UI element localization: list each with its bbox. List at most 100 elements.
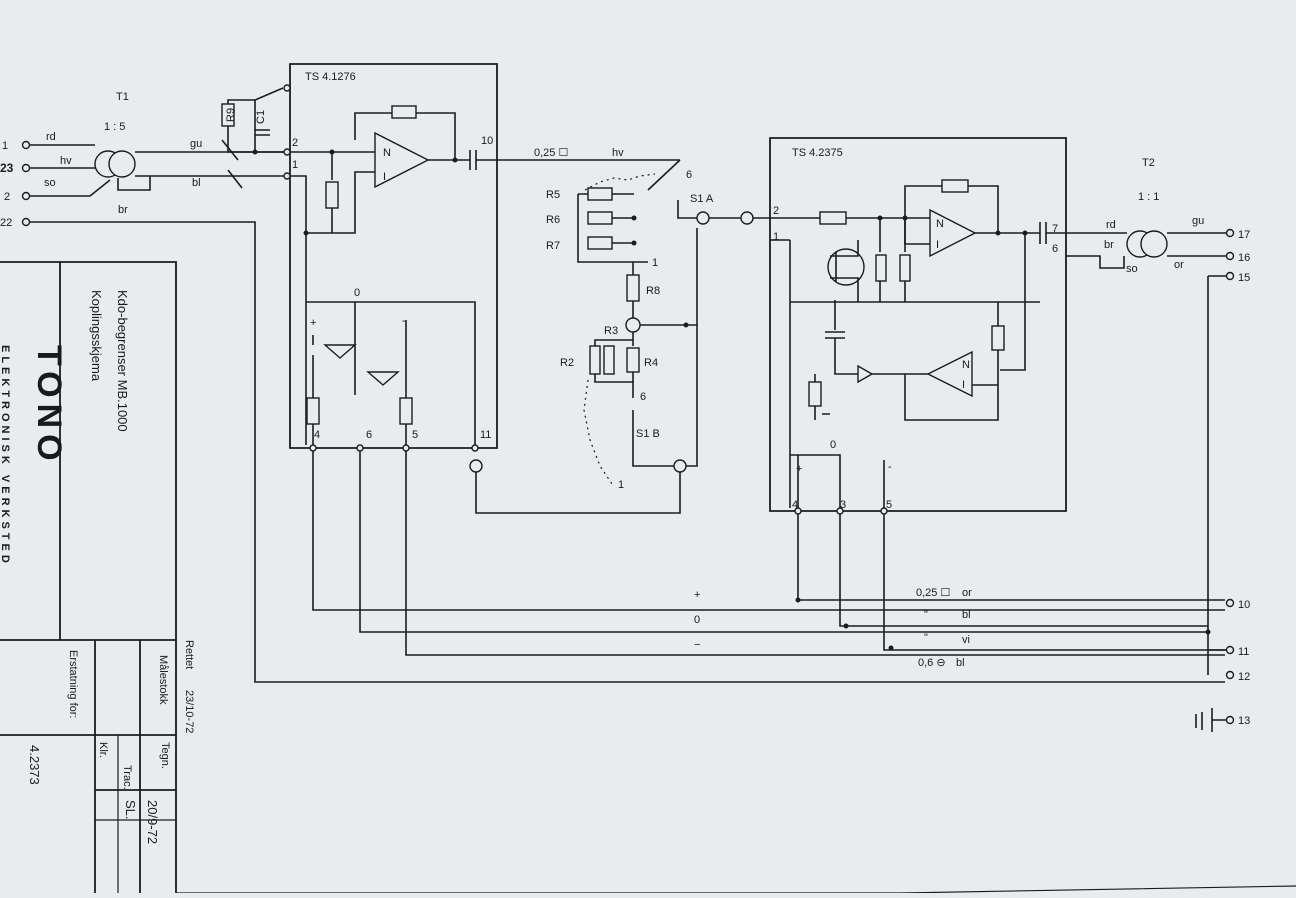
opamp-3 bbox=[926, 350, 973, 398]
resistor-supply-2 bbox=[399, 397, 413, 425]
terminal-label-12: 12 bbox=[1238, 671, 1250, 683]
transformer-t1: T1 1 : 5 rd hv so br gu bl bbox=[30, 91, 1225, 683]
module1-pin-5: 5 bbox=[412, 429, 418, 441]
fet-transistor bbox=[827, 248, 865, 286]
drawn-label: Tegn. bbox=[159, 742, 171, 769]
resistor-r2b bbox=[603, 345, 615, 375]
ditto-2: " bbox=[924, 632, 928, 644]
bus-zero: 0 bbox=[694, 614, 700, 626]
left-terminal-group: 1 23 2 22 bbox=[0, 140, 31, 229]
drawing-number: 4.2373 bbox=[27, 745, 42, 785]
wire-color-so: so bbox=[44, 177, 56, 189]
module1-pin-4: 4 bbox=[314, 429, 320, 441]
resistor-r4 bbox=[626, 347, 640, 373]
wire-color-so-t2: so bbox=[1126, 263, 1138, 275]
s1a-pos-1: 1 bbox=[652, 257, 658, 269]
wire-color-br-t1: br bbox=[118, 204, 128, 216]
ditto-1: " bbox=[924, 609, 928, 621]
t1-coil-right bbox=[108, 150, 136, 178]
t1-label: T1 bbox=[116, 91, 129, 103]
title-text: Kdo-begrenser MB.1000 bbox=[115, 290, 130, 432]
wire-color-or-bus: or bbox=[962, 587, 972, 599]
wire-color-bl-t1: bl bbox=[192, 177, 201, 189]
t1-ratio: 1 : 5 bbox=[104, 121, 125, 133]
terminal-22 bbox=[21, 217, 31, 227]
opamp2-i: I bbox=[936, 239, 939, 251]
wire-color-rd: rd bbox=[46, 131, 56, 143]
module1-pin-minus: - bbox=[402, 315, 406, 327]
terminal-1 bbox=[21, 140, 31, 150]
module2-pin-0: 0 bbox=[830, 439, 836, 451]
resistor-supply-1 bbox=[306, 397, 320, 425]
label-r7: R7 bbox=[546, 240, 560, 252]
potentiometer-r3 bbox=[625, 317, 641, 333]
opamp-2 bbox=[929, 208, 977, 258]
label-r5: R5 bbox=[546, 189, 560, 201]
label-r6: R6 bbox=[546, 214, 560, 226]
resistor-cap-2 bbox=[808, 381, 822, 407]
module2-pin-1: 1 bbox=[773, 231, 779, 243]
bus-minus: − bbox=[694, 639, 700, 651]
terminal-10 bbox=[1225, 598, 1235, 608]
title-block: Kdo-begrenser MB.1000 Koplingsskjema TON… bbox=[0, 261, 195, 893]
resistor-r-out bbox=[991, 325, 1005, 351]
opamp2-n: N bbox=[936, 218, 944, 230]
module2-pin-4: 4 bbox=[792, 499, 798, 511]
traced-date: 20/9-72 bbox=[145, 800, 160, 844]
cable-label-2: 0,25 ☐ bbox=[916, 587, 950, 599]
module-ts-4-1276: TS 4.1276 2 1 10 4 6 5 11 0 + - R9 C1 N … bbox=[221, 63, 1225, 656]
resistor-bias-1 bbox=[325, 181, 339, 209]
wire-color-rd-t2: rd bbox=[1106, 219, 1116, 231]
module1-pin-1: 1 bbox=[292, 159, 298, 171]
right-terminal-group: 17 16 15 10 11 12 13 + 0 − 0,25 ☐ or " b… bbox=[694, 228, 1250, 732]
t2-label: T2 bbox=[1142, 157, 1155, 169]
company-logo: TONO bbox=[30, 345, 68, 467]
opamp1-i: I bbox=[383, 171, 386, 183]
opamp3-i: I bbox=[962, 379, 965, 391]
checked-label: Klr. bbox=[97, 742, 109, 758]
wire-color-bl-bus: bl bbox=[962, 609, 971, 621]
terminal-label-15: 15 bbox=[1238, 272, 1250, 284]
terminal-15 bbox=[1225, 271, 1235, 281]
wire-color-or-t2: or bbox=[1174, 259, 1184, 271]
module2-pin-2: 2 bbox=[773, 205, 779, 217]
terminal-17 bbox=[1225, 228, 1235, 238]
module1-pin-6: 6 bbox=[366, 429, 372, 441]
terminal-2 bbox=[21, 191, 31, 201]
traced-by: SL. bbox=[123, 800, 138, 820]
zener-2 bbox=[366, 371, 400, 386]
diode-2 bbox=[857, 364, 874, 384]
zener-1 bbox=[323, 344, 357, 359]
s1b-pos-1: 1 bbox=[618, 479, 624, 491]
resistor-r6 bbox=[587, 211, 613, 225]
module-ts-4-2375: TS 4.2375 2 1 7 6 4 3 5 0 + - N I N I bbox=[769, 137, 1225, 651]
s1b-pos-6: 6 bbox=[640, 391, 646, 403]
resistor-feedback-1 bbox=[391, 105, 417, 119]
wire-color-br-t2: br bbox=[1104, 239, 1114, 251]
s1a-pos-6: 6 bbox=[686, 169, 692, 181]
terminal-16 bbox=[1225, 251, 1235, 261]
resistor-r5 bbox=[587, 187, 613, 201]
module2-pin-plus: + bbox=[796, 463, 802, 475]
resistor-input-2 bbox=[819, 211, 847, 225]
module2-pin-6: 6 bbox=[1052, 243, 1058, 255]
resistor-bias-2b bbox=[899, 254, 911, 282]
wire-color-gu-t1: gu bbox=[190, 138, 202, 150]
label-r2: R2 bbox=[560, 357, 574, 369]
wire-color-gu-t2: gu bbox=[1192, 215, 1204, 227]
terminal-11 bbox=[1225, 645, 1235, 655]
resistor-r7 bbox=[587, 236, 613, 250]
module1-pin-11: 11 bbox=[480, 429, 491, 441]
wire-color-hv-mid: hv bbox=[612, 147, 624, 159]
wire-color-hv: hv bbox=[60, 155, 72, 167]
label-r3: R3 bbox=[604, 325, 618, 337]
opamp1-n: N bbox=[383, 147, 391, 159]
scale-label: Målestokk bbox=[157, 655, 169, 705]
company-name: ELEKTRONISK VERKSTED bbox=[0, 345, 11, 567]
module1-pin-2: 2 bbox=[292, 137, 298, 149]
s1a-label: S1 A bbox=[690, 193, 714, 205]
label-c1: C1 bbox=[255, 110, 267, 124]
terminal-label-10: 10 bbox=[1238, 599, 1250, 611]
